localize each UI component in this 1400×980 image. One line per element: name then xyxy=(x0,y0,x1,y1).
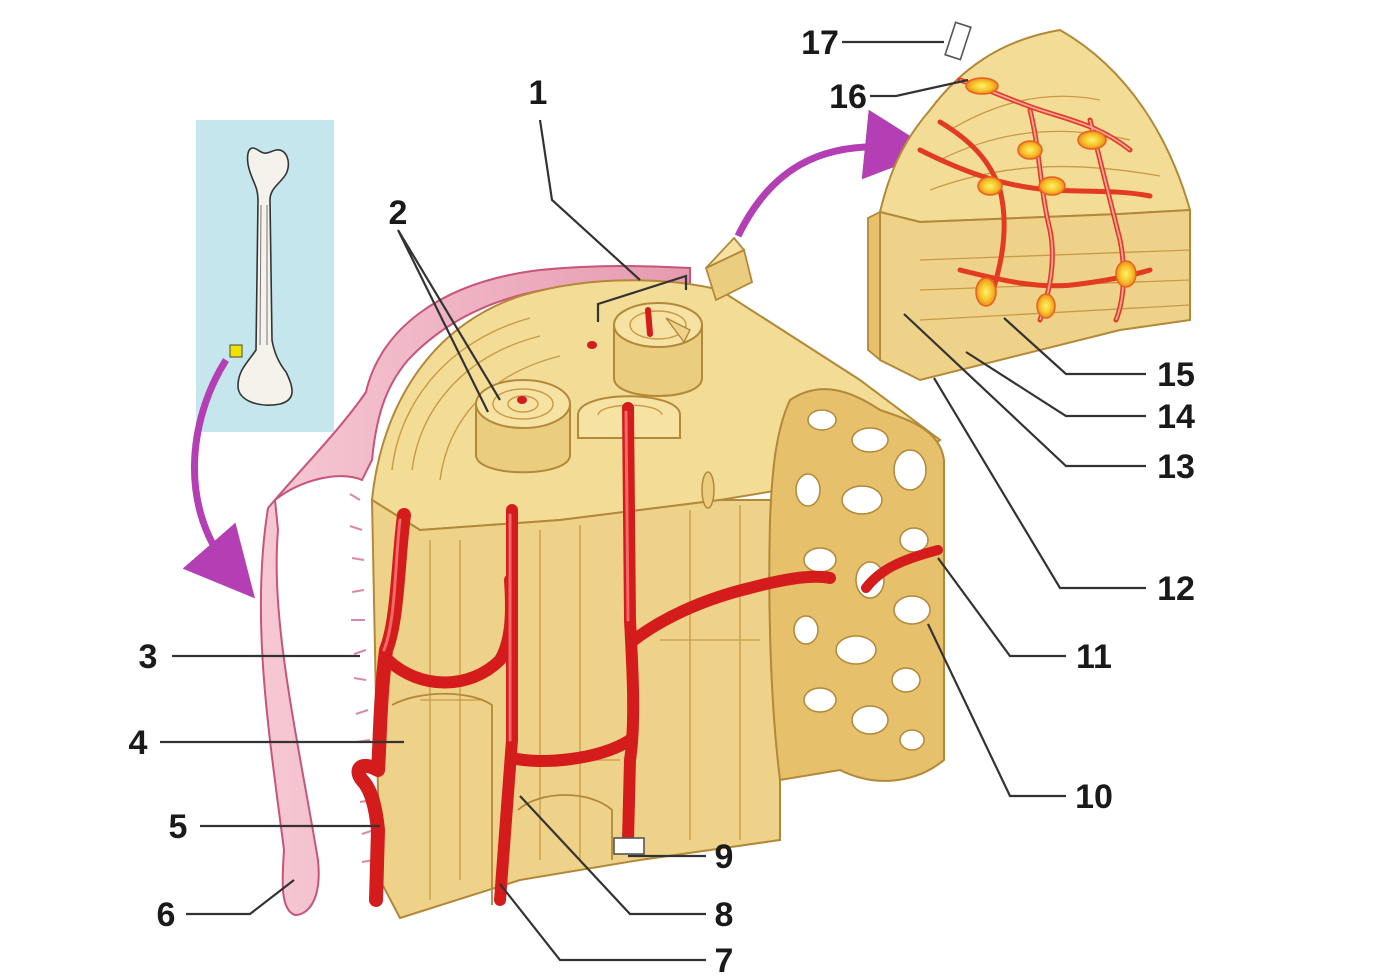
label-16: 16 xyxy=(829,78,867,116)
label-7: 7 xyxy=(715,942,734,980)
label-12: 12 xyxy=(1157,570,1195,608)
inset-marker-square xyxy=(230,345,242,357)
canal-opening-small xyxy=(587,341,597,349)
label-2: 2 xyxy=(389,194,408,232)
spongy-bone xyxy=(769,389,944,781)
leader-11 xyxy=(938,558,1066,656)
label-11: 11 xyxy=(1076,638,1112,676)
label-3: 3 xyxy=(139,638,158,676)
label-4: 4 xyxy=(129,724,148,762)
leader-7 xyxy=(500,884,706,960)
label-14: 14 xyxy=(1157,398,1195,436)
magnified-side-notch xyxy=(868,212,880,360)
canal-opening-small-2 xyxy=(702,472,714,508)
label-13: 13 xyxy=(1157,448,1195,486)
label-9: 9 xyxy=(715,838,734,876)
removed-wedge xyxy=(706,238,752,300)
label-8: 8 xyxy=(715,896,734,934)
vessel-osteon-core xyxy=(648,310,650,334)
label-5: 5 xyxy=(169,808,188,846)
long-bone-inset xyxy=(196,120,334,432)
label-6: 6 xyxy=(157,896,176,934)
label-17: 17 xyxy=(801,24,839,62)
magnified-top-marker xyxy=(945,22,971,59)
leader-12 xyxy=(934,378,1146,588)
vessel-haversian-right xyxy=(628,408,633,840)
label-15: 15 xyxy=(1157,356,1195,394)
magnified-front-face xyxy=(880,210,1190,380)
leader-10 xyxy=(928,624,1066,796)
bottom-marker xyxy=(614,838,644,854)
osteon-cylinder-left xyxy=(476,380,570,472)
leader-6 xyxy=(186,880,294,914)
label-10: 10 xyxy=(1075,778,1113,816)
osteon-cylinder-right xyxy=(614,303,702,396)
label-1: 1 xyxy=(529,74,548,112)
